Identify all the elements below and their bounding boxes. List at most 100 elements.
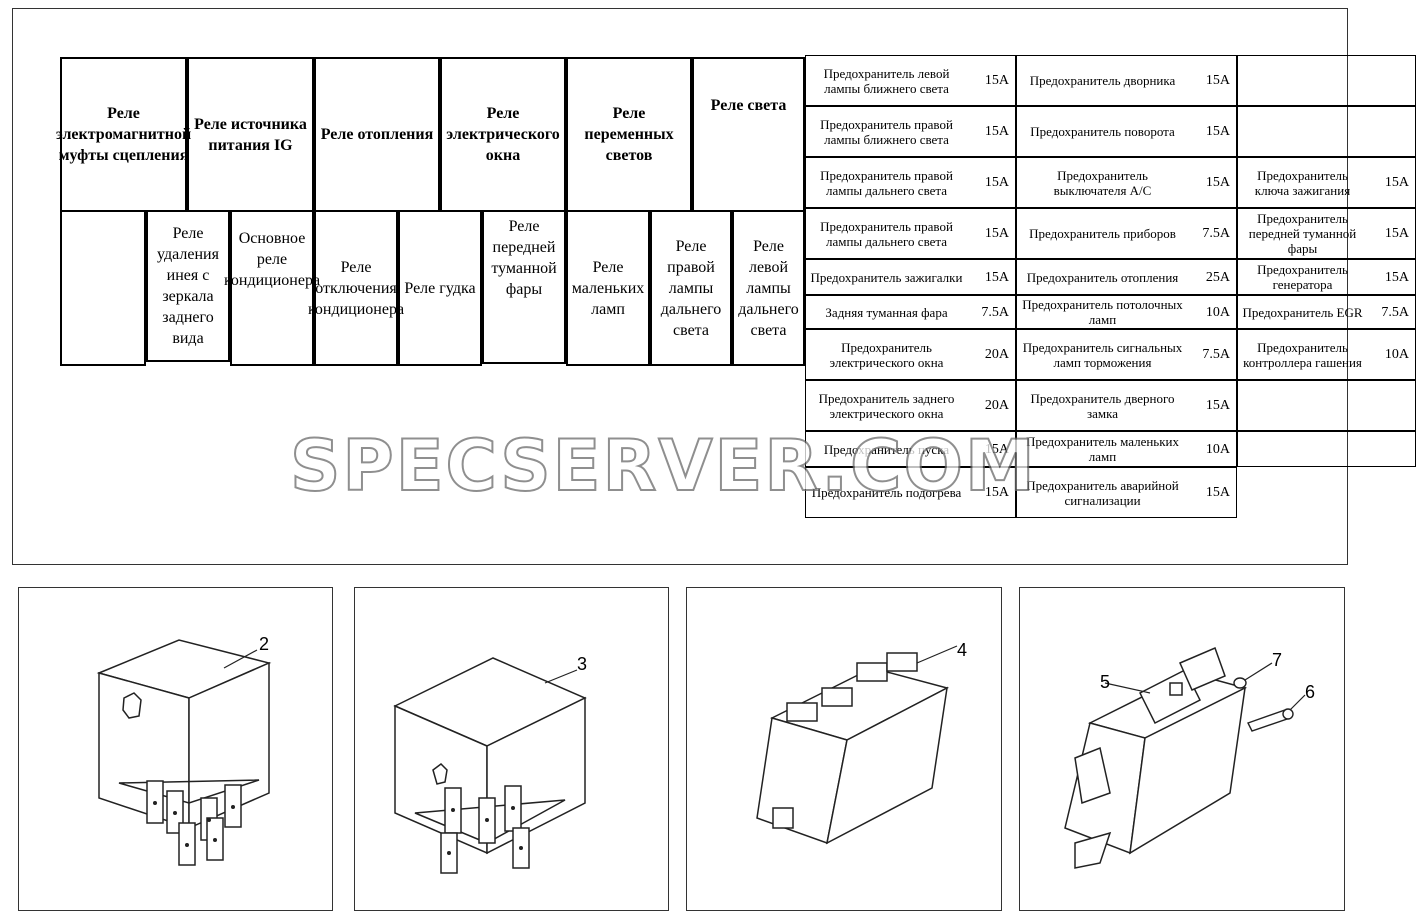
fuse-name: Предохранитель поворота: [1030, 124, 1175, 139]
relay-bottom-2: Реле удаления инея с зеркала заднего вид…: [146, 210, 230, 362]
relay-bottom-3: Основное реле кондиционера: [224, 210, 320, 366]
fuse-name: Предохранитель электрического окна: [829, 339, 944, 370]
fuse-cell: Предохранитель левой лампы ближнего свет…: [805, 55, 1016, 106]
relay-label: Реле электрического окна: [446, 105, 560, 164]
relay-top-5: Реле переменных светов: [566, 57, 692, 212]
fuse-cell: Предохранитель заднего электрического ок…: [805, 380, 1016, 431]
fuse-rating: 20A: [984, 347, 1009, 362]
fuse-rating: 15A: [1205, 398, 1230, 413]
panel-relay-3: 3: [354, 587, 669, 911]
relay-label: Реле левой лампы дальнего света: [738, 237, 799, 339]
relay-4-drawing: [756, 645, 958, 845]
relay-label: Реле переменных светов: [584, 105, 674, 164]
fuse-name: Предохранитель правой лампы ближнего све…: [820, 116, 953, 147]
relay-bottom-7: Реле маленьких ламп: [566, 210, 650, 366]
fuse-rating: 15A: [1205, 124, 1230, 139]
relay-2-drawing: [96, 639, 272, 866]
fuse-rating: 20A: [984, 398, 1009, 413]
callout-6: 6: [1305, 682, 1316, 702]
relay-top-1: Реле электромагнитной муфты сцепления: [56, 57, 191, 212]
relay-bottom-1: [60, 210, 146, 366]
relay-bottom-4: Реле отключения кондиционера: [308, 210, 404, 366]
fuse-rating: 15A: [1384, 175, 1409, 190]
panel-relay-5: 5 6 7: [1019, 587, 1345, 911]
relay-label: Реле маленьких ламп: [571, 258, 645, 318]
fuse-rating: [1365, 56, 1409, 105]
fuse-cell: [1237, 431, 1416, 467]
fuse-name: Предохранитель сигнальных ламп торможени…: [1022, 339, 1183, 370]
fuse-rating: 15A: [984, 226, 1009, 241]
fuse-cell: Предохранитель ключа зажигания 15A: [1237, 157, 1416, 208]
relay-label: Реле источника питания IG: [194, 115, 307, 154]
callout-3: 3: [577, 654, 588, 674]
fuse-name: [1242, 56, 1363, 105]
fuse-rating: 15A: [984, 485, 1009, 500]
fuse-name: Предохранитель правой лампы дальнего све…: [820, 167, 953, 198]
panel-relay-2: 2: [18, 587, 333, 911]
callout-7: 7: [1272, 650, 1283, 670]
fuse-cell: Предохранитель генератора 15A: [1237, 259, 1416, 295]
fuse-rating: 7.5A: [1202, 347, 1230, 362]
fuse-cell: Предохранитель поворота 15A: [1016, 106, 1237, 157]
fuse-name: Предохранитель заднего электрического ок…: [818, 390, 955, 421]
callout-4: 4: [957, 640, 968, 660]
fuse-name: Предохранитель пуска: [823, 441, 950, 457]
fuse-cell: Предохранитель правой лампы дальнего све…: [805, 208, 1016, 259]
callout-2: 2: [259, 634, 270, 654]
relay-top-2: Реле источника питания IG: [187, 57, 314, 212]
relay-label: Реле отключения кондиционера: [307, 258, 405, 318]
relay-top-4: Реле электрического окна: [440, 57, 566, 212]
callout-5: 5: [1100, 672, 1111, 692]
fuse-cell: [1237, 380, 1416, 431]
fuse-name: [1242, 432, 1363, 466]
fuse-rating: 15A: [1205, 175, 1230, 190]
fuse-name: [1242, 107, 1363, 156]
panel-relay-4: 4: [686, 587, 1002, 911]
fuse-name: Предохранитель отопления: [1026, 269, 1179, 285]
relay-top-6: Реле света: [692, 57, 805, 212]
fuse-cell: Задняя туманная фара 7.5A: [805, 295, 1016, 329]
relay-bottom-8: Реле правой лампы дальнего света: [650, 210, 732, 366]
relay-bottom-6: Реле передней туманной фары: [482, 210, 566, 364]
fuse-name: [1242, 381, 1363, 430]
relay-5-drawing: [1064, 646, 1306, 869]
fuse-name: Предохранитель ключа зажигания: [1254, 167, 1351, 198]
fuse-rating: [1365, 432, 1409, 466]
fuse-cell: Предохранитель потолочных ламп 10A: [1016, 295, 1237, 329]
fuse-rating: 7.5A: [1381, 304, 1409, 320]
fuse-name: Предохранитель потолочных ламп: [1022, 297, 1183, 327]
relay-3-drawing: [393, 657, 587, 874]
fuse-rating: 10A: [1205, 304, 1230, 320]
fuse-rating: 15A: [984, 124, 1009, 139]
fuse-name: Предохранитель аварийной сигнализации: [1026, 477, 1179, 508]
fuse-cell: Предохранитель подогрева 15A: [805, 467, 1016, 518]
fuse-rating: 7.5A: [981, 304, 1009, 320]
fuse-name: Предохранитель подогрева: [811, 485, 962, 500]
fuse-rating: 15A: [984, 73, 1009, 88]
fuse-cell: Предохранитель электрического окна 20A: [805, 329, 1016, 380]
fuse-cell: Предохранитель пуска 15A: [805, 431, 1016, 467]
fuse-name: Предохранитель правой лампы дальнего све…: [820, 218, 953, 249]
fuse-cell: Предохранитель отопления 25A: [1016, 259, 1237, 295]
relay-label: Реле электромагнитной муфты сцепления: [55, 105, 192, 164]
fuse-name: Предохранитель дверного замка: [1030, 390, 1175, 421]
fuse-name: Предохранитель генератора: [1257, 262, 1348, 292]
fuse-name: Предохранитель передней туманной фары: [1248, 211, 1357, 256]
fuse-rating: 15A: [1384, 269, 1409, 285]
relay-label: Реле удаления инея с зеркала заднего вид…: [157, 225, 219, 347]
fuse-rating: 25A: [1205, 269, 1230, 285]
fuse-name: Задняя туманная фара: [825, 304, 948, 320]
fuse-cell: Предохранитель дверного замка 15A: [1016, 380, 1237, 431]
fuse-rating: 15A: [984, 441, 1009, 457]
fuse-box-frame: [12, 8, 1348, 565]
fuse-rating: 10A: [1205, 441, 1230, 457]
fuse-name: Предохранитель контроллера гашения: [1243, 339, 1362, 370]
